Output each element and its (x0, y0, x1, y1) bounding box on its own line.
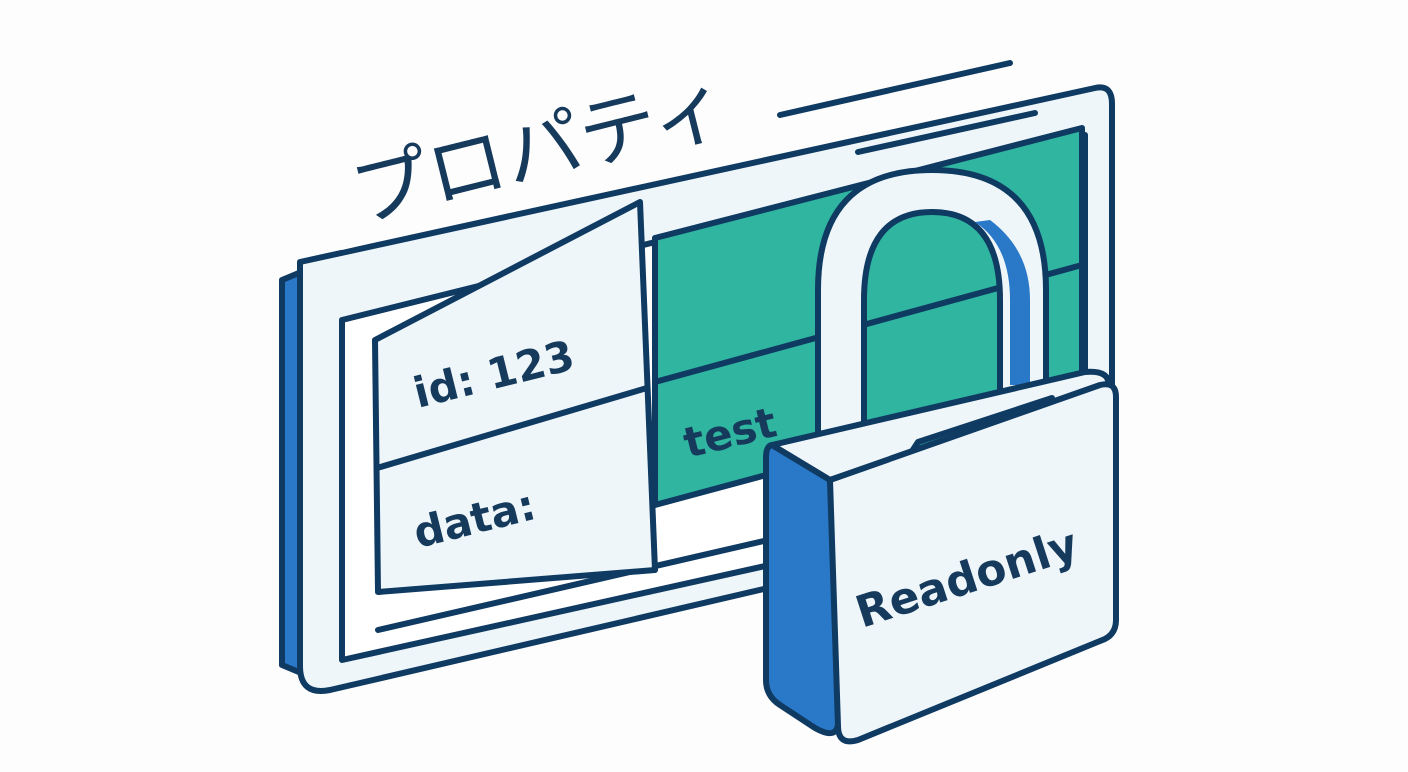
padlock-shackle (815, 167, 1049, 453)
panel-top-stroke (777, 60, 1013, 118)
title-gap (335, 110, 782, 250)
padlock-icon (763, 167, 1119, 745)
key-card-divider (374, 385, 650, 471)
key-card (372, 199, 658, 595)
padlock-shackle-shade (975, 220, 1030, 385)
panel-inner-top-stroke (855, 110, 1038, 155)
key-card-sheet (372, 199, 658, 595)
panel-bottom-stroke (375, 532, 793, 633)
padlock-front (827, 381, 1119, 745)
